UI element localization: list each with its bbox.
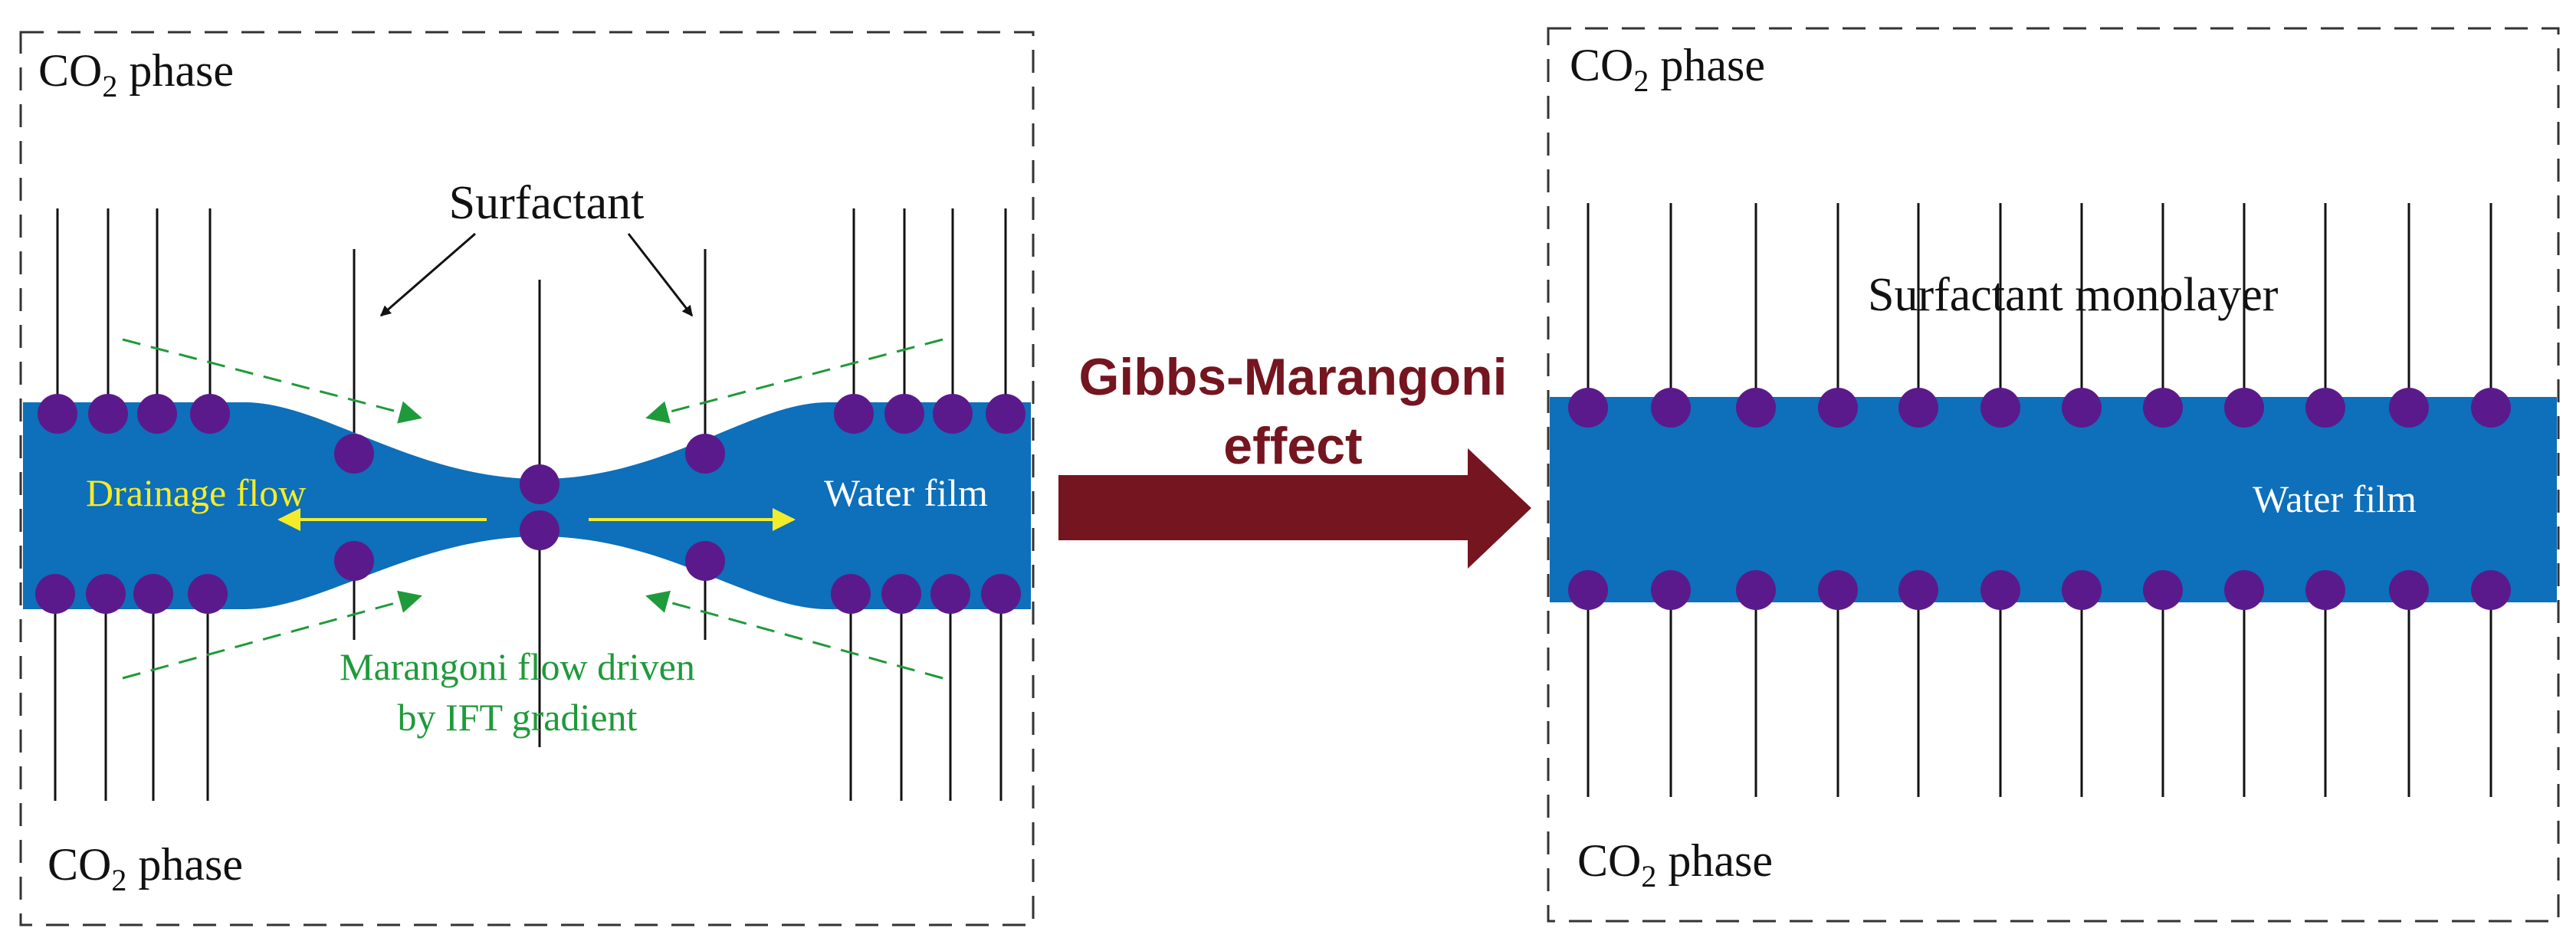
right-panel: CO2 phase CO2 phase Surfactant monolayer… — [1547, 27, 2560, 923]
surfactant-monolayer-label: Surfactant monolayer — [1868, 269, 2279, 321]
right-surfactant-heads — [1568, 388, 2511, 610]
surfactant-pointer-right — [627, 233, 694, 317]
effect-label-line2: effect — [1223, 417, 1362, 475]
right-co2-bottom-label: CO2 phase — [1577, 835, 1773, 894]
left-water-film-label: Water film — [824, 471, 988, 514]
right-water-film-label: Water film — [2253, 477, 2417, 520]
left-panel: CO2 phase CO2 phase Surfactant Drainage … — [19, 31, 1035, 926]
gibbs-marangoni-arrow — [1058, 448, 1531, 569]
marangoni-arrows — [122, 338, 943, 680]
drainage-flow-label: Drainage flow — [86, 471, 306, 514]
right-tails — [1587, 203, 2492, 797]
right-water-film — [1550, 397, 2557, 602]
left-surfactant-heads — [35, 394, 1025, 614]
left-tails — [54, 208, 1007, 801]
right-panel-border — [1547, 27, 2560, 923]
center-effect: Gibbs-Marangoni effect — [1058, 348, 1531, 569]
surfactant-pointer-left — [379, 232, 476, 317]
left-co2-bottom-label: CO2 phase — [48, 839, 243, 897]
marangoni-label-line2: by IFT gradient — [398, 696, 638, 739]
left-water-film — [23, 402, 1031, 609]
left-co2-top-label: CO2 phase — [38, 45, 234, 103]
effect-label-line1: Gibbs-Marangoni — [1078, 348, 1507, 406]
right-co2-top-label: CO2 phase — [1570, 40, 1765, 98]
surfactant-label: Surfactant — [449, 177, 645, 229]
left-panel-border — [19, 31, 1035, 926]
marangoni-label-line1: Marangoni flow driven — [340, 645, 695, 688]
